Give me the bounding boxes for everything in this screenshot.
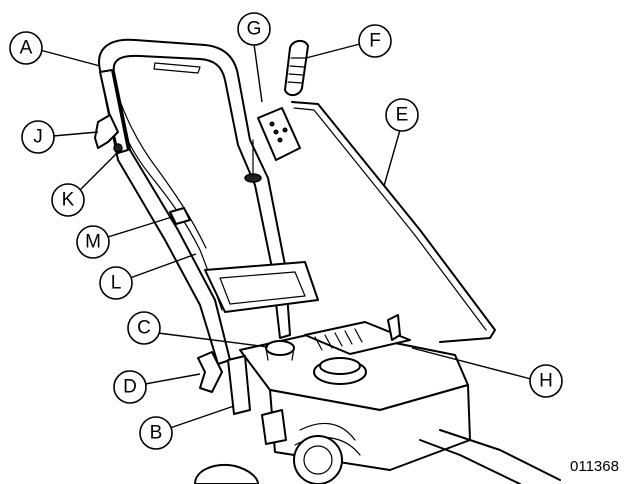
- oil-cap-neck: [265, 347, 295, 361]
- frame-rail-2: [439, 429, 561, 481]
- callout-l-label: L: [111, 273, 122, 294]
- handle-panel-inner: [219, 271, 306, 305]
- callout-d-label: D: [123, 377, 137, 398]
- callout-e: [385, 98, 419, 132]
- callout-c: [127, 311, 161, 345]
- handle-grip-slot: [153, 62, 201, 74]
- control-dot-3: [277, 137, 283, 143]
- callout-a: [9, 31, 43, 65]
- handle-bracket-b: [227, 355, 251, 415]
- fuel-cap-top: [319, 357, 361, 375]
- oil-cap-c: [265, 340, 295, 356]
- callout-h: [529, 364, 563, 398]
- control-dot-1: [269, 121, 275, 127]
- control-box-g: [257, 107, 301, 161]
- engine-shroud: [293, 435, 343, 484]
- callout-e-label: E: [396, 105, 409, 126]
- cable-clip-m: [169, 207, 191, 225]
- callout-k: [51, 183, 85, 217]
- callout-labels: A G F E J K M L C D: [9, 12, 563, 450]
- knob-k: [113, 143, 123, 153]
- rod-e: [291, 101, 496, 343]
- lever-h: [387, 314, 401, 341]
- engine-shroud-inner: [303, 445, 333, 475]
- rod-e-inner: [293, 107, 487, 331]
- engine-control-ridges: [314, 328, 363, 351]
- callout-j: [21, 120, 55, 154]
- grip-f-ridges: [287, 57, 306, 84]
- mower-illustration: [94, 38, 561, 484]
- callout-g: [237, 12, 271, 46]
- wheel: [194, 464, 259, 484]
- callout-h-label: H: [539, 371, 553, 392]
- callout-l: [99, 266, 133, 300]
- callout-d: [113, 370, 147, 404]
- control-cable-2: [111, 77, 207, 249]
- handle-bar: [98, 38, 291, 365]
- control-dot-2: [273, 129, 279, 135]
- callout-b-label: B: [150, 423, 163, 444]
- callout-m-label: M: [85, 232, 101, 253]
- callout-a-label: A: [20, 38, 33, 59]
- callout-j-label: J: [33, 127, 43, 148]
- control-dot-4: [282, 127, 288, 133]
- knob-d: [197, 351, 223, 393]
- callout-b: [139, 416, 173, 450]
- callout-f: [358, 24, 392, 58]
- figure-id: 011368: [570, 458, 619, 475]
- frame-rail: [419, 439, 521, 484]
- callout-k-label: K: [62, 190, 75, 211]
- grip-f: [284, 40, 309, 96]
- callout-f-label: F: [369, 31, 381, 52]
- callout-g-label: G: [247, 19, 262, 40]
- callout-m: [76, 225, 110, 259]
- callout-c-label: C: [137, 318, 151, 339]
- handle-panel: [204, 261, 319, 313]
- adjuster: [261, 409, 287, 445]
- lever-j: [94, 114, 119, 149]
